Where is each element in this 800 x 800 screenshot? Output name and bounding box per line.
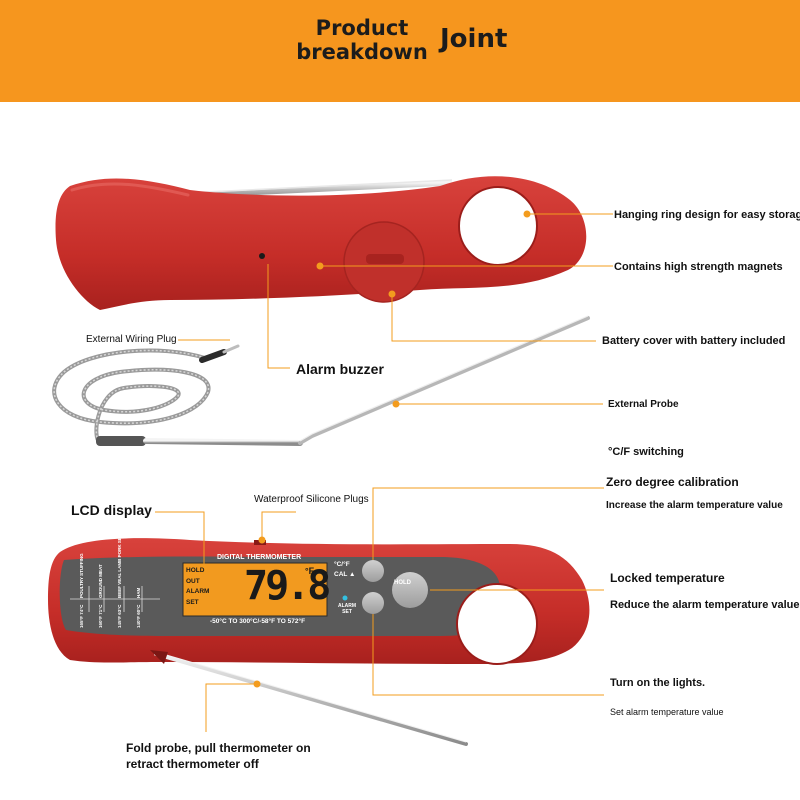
lcd-reading: 79.8 [244, 563, 331, 609]
top-body [55, 176, 587, 310]
mode-set: SET [186, 598, 199, 606]
probe-shaft [298, 316, 590, 445]
callout-unit-switching: °C/F switching [608, 446, 684, 458]
alarm-set-line1: ALARM [338, 603, 357, 609]
callout-set-alarm: Set alarm temperature value [610, 707, 724, 717]
external-probe-assembly [52, 315, 590, 446]
brand-label: DIGITAL THERMOMETER [217, 554, 302, 561]
meat-temps: 165°F 74°C 160°F 71°C 145°F 63°C 140°F 6… [72, 605, 148, 628]
range-text: -50°C TO 300°C/-58°F TO 572°F [210, 618, 306, 625]
meat-temp-item: 140°F 60°C [136, 604, 141, 628]
meat-guide-item: BEEF VEAL LAMB PORK SEAFOOD [117, 520, 122, 598]
buzzer-hole [259, 253, 265, 259]
callout-fold-probe: Fold probe, pull thermometer on retract t… [126, 740, 311, 772]
bottom-callout-lines [155, 487, 604, 732]
probe-cable [52, 348, 211, 444]
header-banner [0, 0, 800, 102]
alarm-set-line2: SET [342, 609, 352, 615]
meat-temp-item: 145°F 63°C [117, 604, 122, 628]
bottom-thermometer [48, 536, 590, 746]
bottom-hanging-ring [456, 583, 538, 665]
mode-alarm: ALARM [186, 588, 210, 595]
meat-guide-item: POULTRY STUFFING [79, 553, 84, 598]
meat-guide-item: HAM [136, 587, 141, 598]
callout-battery-cover: Battery cover with battery included [602, 335, 786, 347]
lcd-modes: HOLD OUT ALARM SET [186, 566, 209, 608]
callout-lcd-display: LCD display [71, 502, 152, 518]
lcd-screen [183, 563, 327, 616]
probe-plug [199, 349, 227, 363]
probe-handle [96, 436, 146, 446]
callout-increase-alarm: Increase the alarm temperature value [606, 500, 783, 511]
callout-hanging-ring: Hanging ring design for easy storage [614, 209, 800, 221]
unit-button-label: °C/°F [334, 561, 350, 568]
alarm-set-button [362, 592, 384, 614]
meat-guide-item: GROUND MEAT [98, 564, 103, 598]
top-callout-lines [178, 213, 613, 405]
meat-temp-item: 165°F 74°C [79, 604, 84, 628]
header-subtitle: Joint [440, 24, 508, 54]
callout-zero-calibration: Zero degree calibration [606, 475, 739, 489]
hanging-ring [458, 186, 538, 266]
cal-up-button [362, 560, 384, 582]
meat-guide: POULTRY STUFFING GROUND MEAT BEEF VEAL L… [72, 521, 148, 598]
lcd-unit: °F [305, 566, 315, 576]
callout-fold-probe-line2: retract thermometer off [126, 757, 259, 771]
callout-waterproof-plugs: Waterproof Silicone Plugs [254, 494, 369, 505]
header-title-line1: Product [315, 16, 409, 40]
hold-button [392, 572, 428, 608]
fold-probe [154, 652, 468, 746]
callout-magnets: Contains high strength magnets [614, 261, 783, 273]
callout-alarm-buzzer: Alarm buzzer [296, 361, 384, 377]
header-title-line2: breakdown [296, 40, 428, 64]
top-thermometer [55, 176, 587, 310]
backlight-indicator [342, 595, 348, 601]
cal-button-label: CAL ▲ [334, 571, 356, 578]
meat-temp-item: 160°F 71°C [98, 604, 103, 628]
callout-locked-temperature: Locked temperature [610, 571, 725, 585]
callout-external-wiring-plug: External Wiring Plug [86, 334, 177, 345]
mode-out: OUT [186, 577, 200, 585]
callout-fold-probe-line1: Fold probe, pull thermometer on [126, 741, 311, 755]
hold-button-label: HOLD [394, 580, 411, 586]
mode-hold: HOLD [186, 567, 205, 574]
callout-external-probe: External Probe [608, 399, 679, 410]
callout-lights: Turn on the lights. [610, 677, 706, 689]
callout-reduce-alarm: Reduce the alarm temperature value [610, 599, 800, 611]
